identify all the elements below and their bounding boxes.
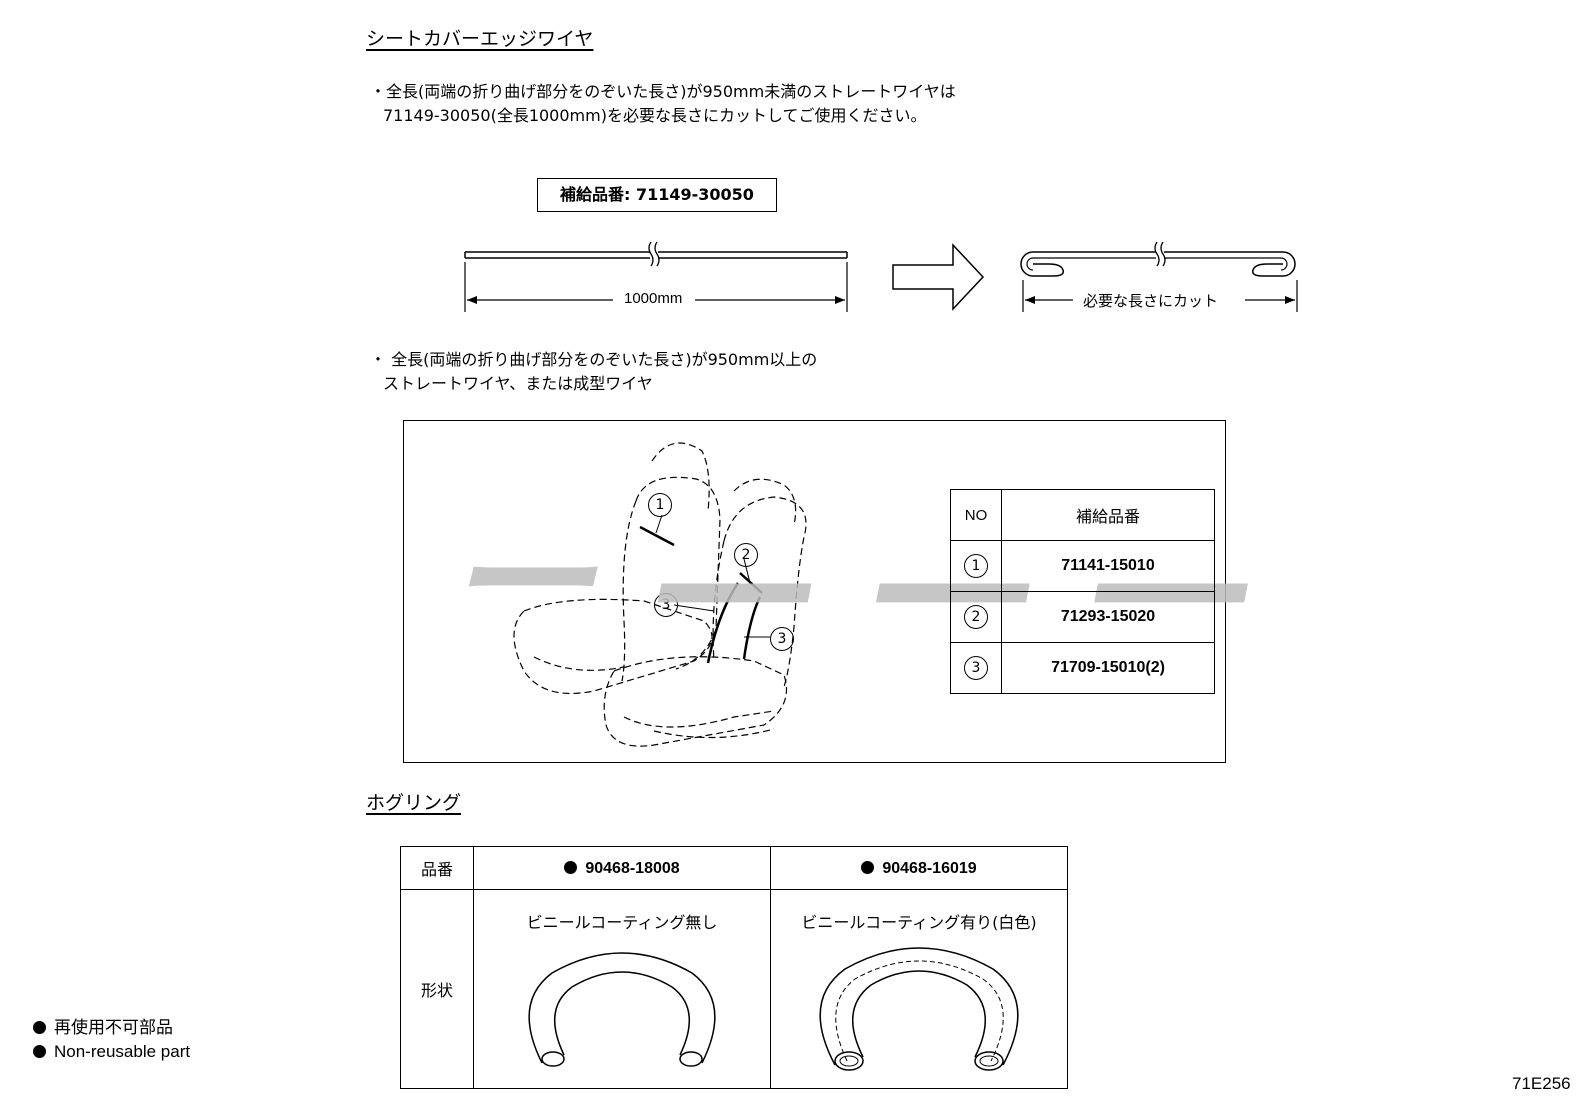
callout-1: 1 bbox=[648, 493, 672, 517]
note-under-950: ・全長(両端の折り曲げ部分をのぞいた長さ)が950mm未満のストレートワイヤは … bbox=[370, 80, 956, 128]
row-label-part-number: 品番 bbox=[400, 846, 474, 890]
row-no: 3 bbox=[964, 656, 988, 680]
callout-2: 2 bbox=[734, 543, 758, 567]
row-no: 2 bbox=[964, 605, 988, 629]
section-heading-hog-ring: ホグリング bbox=[366, 792, 462, 814]
section-heading-edge-wire: シートカバーエッジワイヤ bbox=[366, 28, 594, 50]
dimension-line-cut bbox=[1022, 280, 1298, 312]
table-row: 品番 90468-18008 90468-16019 bbox=[400, 846, 1068, 890]
row-no: 1 bbox=[964, 554, 988, 578]
row-part: 71141-15010 bbox=[1001, 540, 1215, 592]
row-part: 71293-15020 bbox=[1001, 591, 1215, 643]
bullet-dot-icon bbox=[33, 1021, 46, 1034]
note-over-950: ・ 全長(両端の折り曲げ部分をのぞいた長さ)が950mm以上の ストレートワイヤ… bbox=[370, 348, 817, 396]
callout-3a: 3 bbox=[654, 593, 678, 617]
col1-part: 90468-18008 bbox=[473, 846, 771, 890]
header-no: NO bbox=[950, 489, 1002, 541]
bullet-dot-icon bbox=[33, 1045, 46, 1058]
row-part: 71709-15010(2) bbox=[1001, 642, 1215, 694]
non-reusable-dot-icon bbox=[564, 861, 578, 874]
table-row: 3 71709-15010(2) bbox=[950, 642, 1215, 694]
bent-wire bbox=[1020, 241, 1296, 277]
col2-part: 90468-16019 bbox=[770, 846, 1068, 890]
table-row: 形状 ビニールコーティング無し ビニールコーティング有り(白色) bbox=[400, 889, 1068, 1089]
arrow-right-icon bbox=[892, 243, 985, 311]
cut-to-length-label: 必要な長さにカット bbox=[1083, 292, 1219, 310]
non-reusable-dot-icon bbox=[861, 861, 875, 874]
legend: 再使用不可部品 Non-reusable part bbox=[33, 1016, 190, 1064]
note-under-950-line1: ・全長(両端の折り曲げ部分をのぞいた長さ)が950mm未満のストレートワイヤは bbox=[370, 82, 956, 101]
table-row: 1 71141-15010 bbox=[950, 540, 1215, 592]
col1-shape: ビニールコーティング無し bbox=[473, 889, 771, 1089]
header-part-number: 補給品番 bbox=[1001, 489, 1215, 541]
table-header-row: NO 補給品番 bbox=[950, 489, 1215, 541]
seat-part-table: NO 補給品番 1 71141-15010 2 71293-15020 3 71… bbox=[950, 489, 1215, 694]
straight-wire bbox=[464, 241, 848, 267]
wire-cut-diagram bbox=[464, 241, 1298, 312]
col2-shape: ビニールコーティング有り(白色) bbox=[770, 889, 1068, 1089]
hog-ring-uncoated-icon bbox=[528, 952, 716, 1067]
note-under-950-line2: 71149-30050(全長1000mm)を必要な長さにカットしてご使用ください… bbox=[383, 106, 927, 125]
legend-line-en: Non-reusable part bbox=[33, 1040, 190, 1064]
figure-code: 71E256 bbox=[1512, 1074, 1571, 1093]
seat-figure-panel: 1 2 3 3 ー ― ― ― NO 補給品番 1 71141-15010 2 … bbox=[403, 420, 1249, 763]
note-over-950-line2: ストレートワイヤ、または成型ワイヤ bbox=[383, 374, 653, 393]
wire-length-label: 1000mm bbox=[624, 290, 683, 307]
col1-desc: ビニールコーティング無し bbox=[526, 913, 718, 932]
legend-line-ja: 再使用不可部品 bbox=[33, 1016, 190, 1040]
hog-ring-coated-icon bbox=[819, 947, 1019, 1071]
hog-ring-table: 品番 90468-18008 90468-16019 形状 ビニールコーティング… bbox=[400, 846, 1068, 1089]
seat-illustration bbox=[513, 442, 807, 747]
row-label-shape: 形状 bbox=[400, 889, 474, 1089]
supply-part-number-box: 補給品番: 71149-30050 bbox=[537, 178, 777, 212]
col2-desc: ビニールコーティング有り(白色) bbox=[801, 913, 1037, 932]
table-row: 2 71293-15020 bbox=[950, 591, 1215, 643]
note-over-950-line1: ・ 全長(両端の折り曲げ部分をのぞいた長さ)が950mm以上の bbox=[370, 350, 818, 369]
callout-3b: 3 bbox=[770, 627, 794, 651]
dimension-line-1000 bbox=[464, 262, 848, 312]
